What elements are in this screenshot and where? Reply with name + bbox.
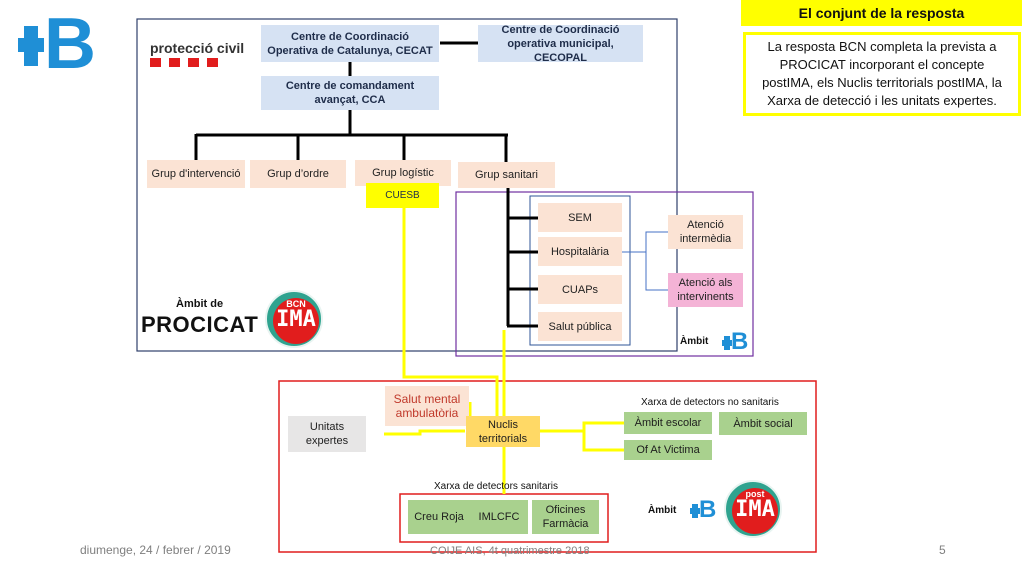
grup-ordre: Grup d’ordre — [250, 160, 346, 188]
bcn-mark-sanitari: B — [722, 328, 749, 355]
grup-sanitari: Grup sanitari — [458, 162, 555, 188]
cca-box: Centre de comandament avançat, CCA — [261, 76, 439, 110]
nuclis-territorials-box: Nuclis territorials — [466, 416, 540, 447]
cuesb-box: CUESB — [366, 183, 439, 208]
cecat-box: Centre de Coordinació Operativa de Catal… — [261, 25, 439, 62]
footer-page-number: 5 — [939, 543, 946, 557]
bcn-ima-top-text: BCN — [286, 299, 306, 309]
imlcfc-box: IMLCFC — [470, 500, 528, 534]
ambit-post-label: Àmbit — [648, 505, 677, 516]
bcn-logo: B — [18, 6, 96, 82]
ambit-sanitari-label: Àmbit — [680, 336, 709, 347]
proteccio-civil-logo: protecció civil — [150, 40, 250, 70]
post-ima-top-text: post — [745, 489, 765, 499]
description-box: La resposta BCN completa la prevista a P… — [743, 32, 1021, 116]
cecopal-box: Centre de Coordinació operativa municipa… — [478, 24, 643, 64]
unitats-expertes-box: Unitats expertes — [288, 416, 366, 452]
ambit-procicat-small: Àmbit de — [176, 298, 224, 310]
footer-center: COIJE AIS, 4t quatrimestre 2018 — [430, 545, 590, 557]
bcn-ima-main-text: IMA — [276, 307, 316, 332]
ambit-escolar-box: Àmbit escolar — [624, 412, 712, 434]
section-title: El conjunt de la resposta — [741, 0, 1022, 26]
hospitalaria-box: Hospitalària — [538, 237, 622, 266]
bcn-mark-post-letter: B — [699, 496, 717, 523]
grup-logistic: Grup logístic — [355, 160, 451, 186]
salut-publica-box: Salut pública — [538, 312, 622, 341]
cuaps-box: CUAPs — [538, 275, 622, 304]
bcn-plus-vertical — [24, 26, 38, 66]
ambit-social-box: Àmbit social — [719, 412, 807, 435]
atencio-intervinents-box: Atenció als intervinents — [668, 273, 743, 307]
bcn-mark-post: B — [690, 496, 717, 523]
bcn-b-letter: B — [44, 4, 96, 84]
post-ima-logo: post IMA — [724, 480, 782, 538]
bcn-mark-sanitari-letter: B — [731, 328, 749, 355]
proteccio-civil-text: protecció civil — [150, 40, 245, 56]
sem-box: SEM — [538, 203, 622, 232]
post-ima-main-text: IMA — [735, 497, 775, 522]
salut-mental-box: Salut mental ambulatòria — [385, 386, 469, 426]
of-at-victima-box: Of At Victima — [624, 440, 712, 460]
oficines-farmacia-box: Oficines Farmàcia — [532, 500, 599, 534]
proteccio-civil-stripes — [150, 58, 222, 67]
bcn-ima-logo: BCN IMA — [265, 290, 323, 348]
sanitaris-title: Xarxa de detectors sanitaris — [434, 481, 558, 492]
footer-date: diumenge, 24 / febrer / 2019 — [80, 543, 231, 557]
creu-roja-box: Creu Roja — [408, 500, 470, 534]
ambit-procicat-big: PROCICAT — [141, 312, 259, 337]
atencio-intermedia-box: Atenció intermèdia — [668, 215, 743, 249]
grup-intervencio: Grup d'intervenció — [147, 160, 245, 188]
no-sanitaris-title: Xarxa de detectors no sanitaris — [641, 397, 779, 408]
